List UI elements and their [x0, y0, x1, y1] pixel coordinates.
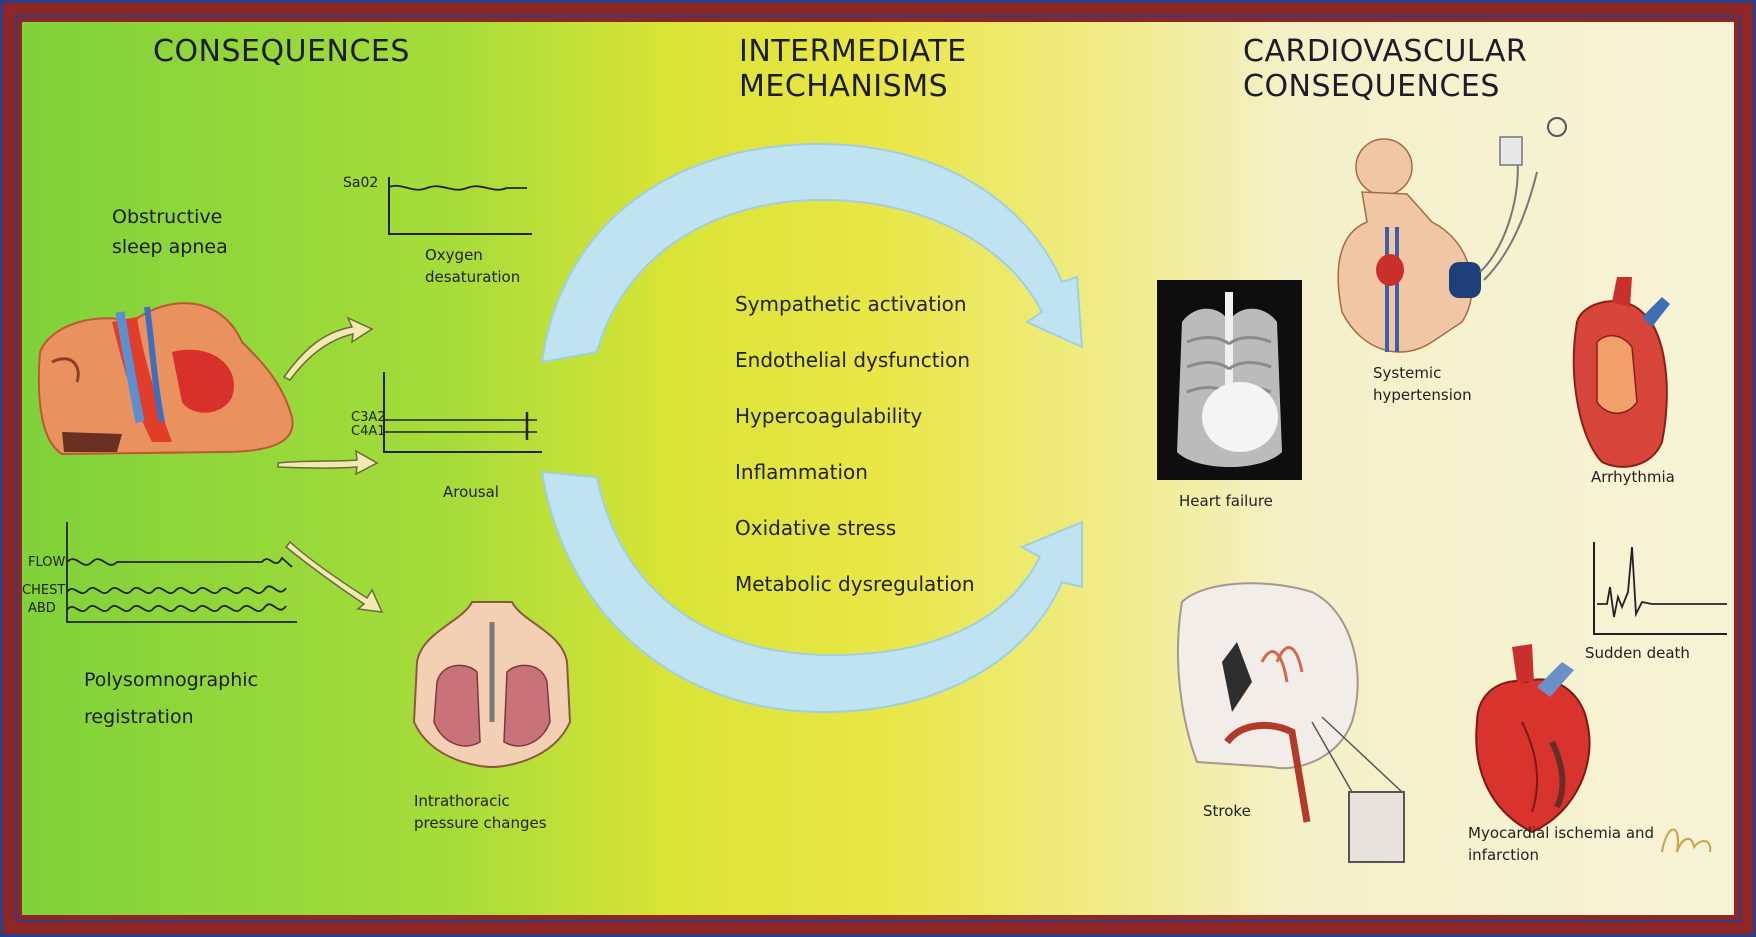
eeg-channel-c4a1: C4A1 [351, 421, 386, 443]
intrathoracic-caption: Intrathoracic pressure changes [414, 790, 564, 834]
diagram-panel: CONSEQUENCES INTERMEDIATE MECHANISMS CAR… [22, 22, 1734, 915]
arrhythmia-caption: Arrhythmia [1591, 466, 1675, 488]
arousal-caption: Arousal [443, 481, 499, 503]
arrow-to-oxygen [284, 318, 372, 380]
heart-failure-caption: Heart failure [1179, 490, 1273, 512]
mechanism-item: Hypercoagulability [735, 388, 1015, 444]
mechanism-item: Endothelial dysfunction [735, 332, 1015, 388]
sudden-death-ecg [1594, 542, 1727, 634]
psg-graph [67, 522, 297, 622]
label-polysomnographic-registration: Polysomnographic registration [84, 662, 284, 736]
head-arrows [278, 318, 382, 612]
myocardial-heart [1476, 644, 1589, 832]
heading-intermediate-mechanisms: INTERMEDIATE MECHANISMS [739, 34, 979, 104]
mechanism-item: Sympathetic activation [735, 276, 1015, 332]
oxygen-axis-label: Sa02 [343, 172, 378, 194]
arrow-to-arousal [278, 451, 377, 474]
label-obstructive-sleep-apnea: Obstructive sleep apnea [112, 202, 272, 262]
systemic-hypertension-caption: Systemic hypertension [1373, 362, 1483, 406]
myocardial-ischemia-caption: Myocardial ischemia and infarction [1468, 822, 1658, 866]
psg-channel-flow: FLOW [28, 552, 65, 574]
heading-cardiovascular-consequences: CARDIOVASCULAR CONSEQUENCES [1243, 34, 1523, 104]
arrow-to-intrathoracic [286, 542, 382, 612]
stroke-caption: Stroke [1203, 800, 1251, 822]
heading-consequences: CONSEQUENCES [153, 34, 410, 69]
mechanism-item: Oxidative stress [735, 500, 1015, 556]
mechanisms-list: Sympathetic activation Endothelial dysfu… [735, 276, 1015, 612]
arousal-graph [384, 372, 542, 452]
hypertension-figure [1338, 118, 1566, 352]
sudden-death-caption: Sudden death [1585, 642, 1690, 664]
chest-xray-image [1157, 280, 1302, 480]
mechanism-item: Metabolic dysregulation [735, 556, 1015, 612]
sleep-apnea-illustration [39, 303, 293, 454]
psg-channel-abd: ABD [28, 598, 56, 620]
mechanism-item: Inflammation [735, 444, 1015, 500]
arrhythmia-heart [1574, 277, 1670, 467]
artist-signature [1662, 830, 1710, 853]
oxygen-graph [389, 177, 532, 234]
thorax-illustration [414, 602, 570, 767]
oxygen-desaturation-caption: Oxygen desaturation [425, 244, 535, 288]
